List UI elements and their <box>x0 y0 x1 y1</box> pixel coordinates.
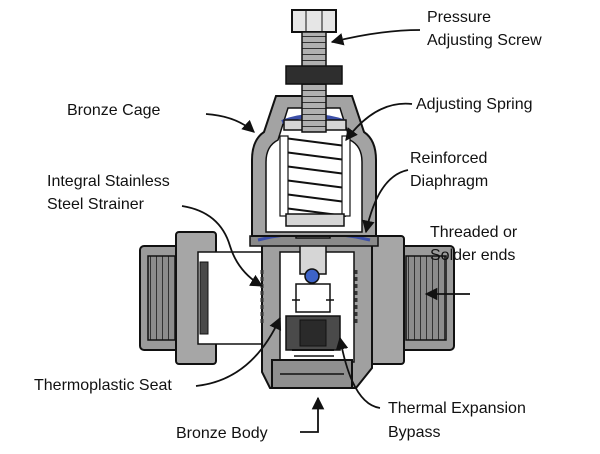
callout-lines <box>181 29 470 433</box>
bronze-body-arrow <box>300 396 325 433</box>
label-diaphragm-line1: Reinforced <box>410 150 487 167</box>
label-diaphragm-line2: Diaphragm <box>410 173 488 190</box>
pressure-screw-arrow <box>330 29 421 46</box>
label-adjusting-spring: Adjusting Spring <box>416 96 533 113</box>
adjusting-spring-arrow <box>345 102 413 142</box>
label-thermoplastic-seat: Thermoplastic Seat <box>34 377 172 394</box>
adjusting-screw <box>285 9 343 133</box>
strainer-arrow <box>181 205 264 287</box>
internal-stem <box>285 233 341 357</box>
label-bypass-line1: Thermal Expansion <box>388 400 526 417</box>
bypass-arrow <box>335 336 381 409</box>
label-pressure-line1: Pressure <box>427 9 491 26</box>
label-threaded-line2: Solder ends <box>430 247 515 264</box>
label-threaded-line1: Threaded or <box>430 224 518 241</box>
labels: Pressure Adjusting Screw Bronze Cage Adj… <box>34 9 542 442</box>
label-bypass-line2: Bypass <box>388 424 440 441</box>
label-pressure-line2: Adjusting Screw <box>427 32 542 49</box>
label-strainer-line1: Integral Stainless <box>47 173 170 190</box>
bronze-cage-arrow <box>205 113 255 133</box>
label-bronze-cage: Bronze Cage <box>67 102 160 119</box>
label-bronze-body: Bronze Body <box>176 425 268 442</box>
label-strainer-line2: Steel Strainer <box>47 196 145 213</box>
thermoplastic-seat-arrow <box>195 316 282 387</box>
diaphragm-arrow <box>362 169 409 234</box>
check-ball <box>304 268 320 284</box>
